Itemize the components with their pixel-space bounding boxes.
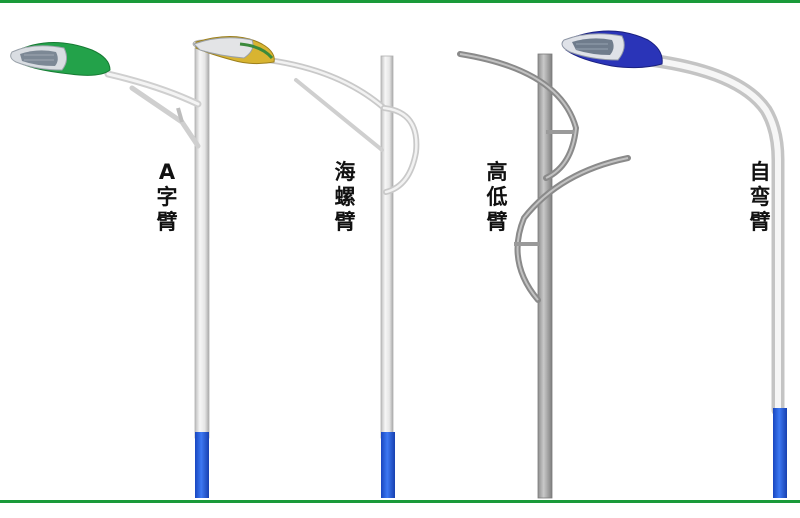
gold-lamp-head-icon (193, 35, 275, 65)
bottom-green-rule (0, 500, 800, 503)
label-char: 螺 (334, 185, 356, 209)
label-char: 字 (156, 185, 178, 209)
pole-curved-shaft (643, 53, 785, 417)
label-a-arm: A 字 臂 (152, 160, 182, 235)
green-lamp-head-icon (10, 42, 111, 76)
label-char: A (158, 160, 176, 184)
label-char: 海 (334, 160, 356, 184)
label-char: 弯 (749, 185, 771, 209)
pole-arm-low (514, 155, 631, 303)
label-ziwan-arm: 自 弯 臂 (745, 160, 775, 235)
pole-arm-brace (294, 78, 384, 152)
pole-blue-base (195, 432, 209, 498)
pole-shaft (537, 53, 553, 499)
label-char: 低 (486, 185, 508, 209)
pole-blue-base (381, 432, 395, 498)
pole-gaodi-arm (457, 51, 631, 499)
blue-lamp-head-icon (561, 30, 663, 69)
top-green-rule (0, 0, 800, 3)
pole-a-arm (10, 39, 212, 498)
label-char: 臂 (156, 210, 178, 234)
pole-ziwan-arm (561, 30, 787, 498)
pole-arm-high (457, 51, 580, 181)
label-char: 自 (749, 160, 771, 184)
pole-blue-base (773, 408, 787, 498)
pole-arm-upper (265, 57, 387, 111)
label-char: 臂 (486, 210, 508, 234)
pole-shaft (380, 55, 394, 439)
label-char: 臂 (749, 210, 771, 234)
label-gaodi-arm: 高 低 臂 (482, 160, 512, 235)
label-char: 高 (486, 160, 508, 184)
label-haluo-arm: 海 螺 臂 (330, 160, 360, 235)
label-char: 臂 (334, 210, 356, 234)
pole-haluo-arm (193, 35, 420, 498)
